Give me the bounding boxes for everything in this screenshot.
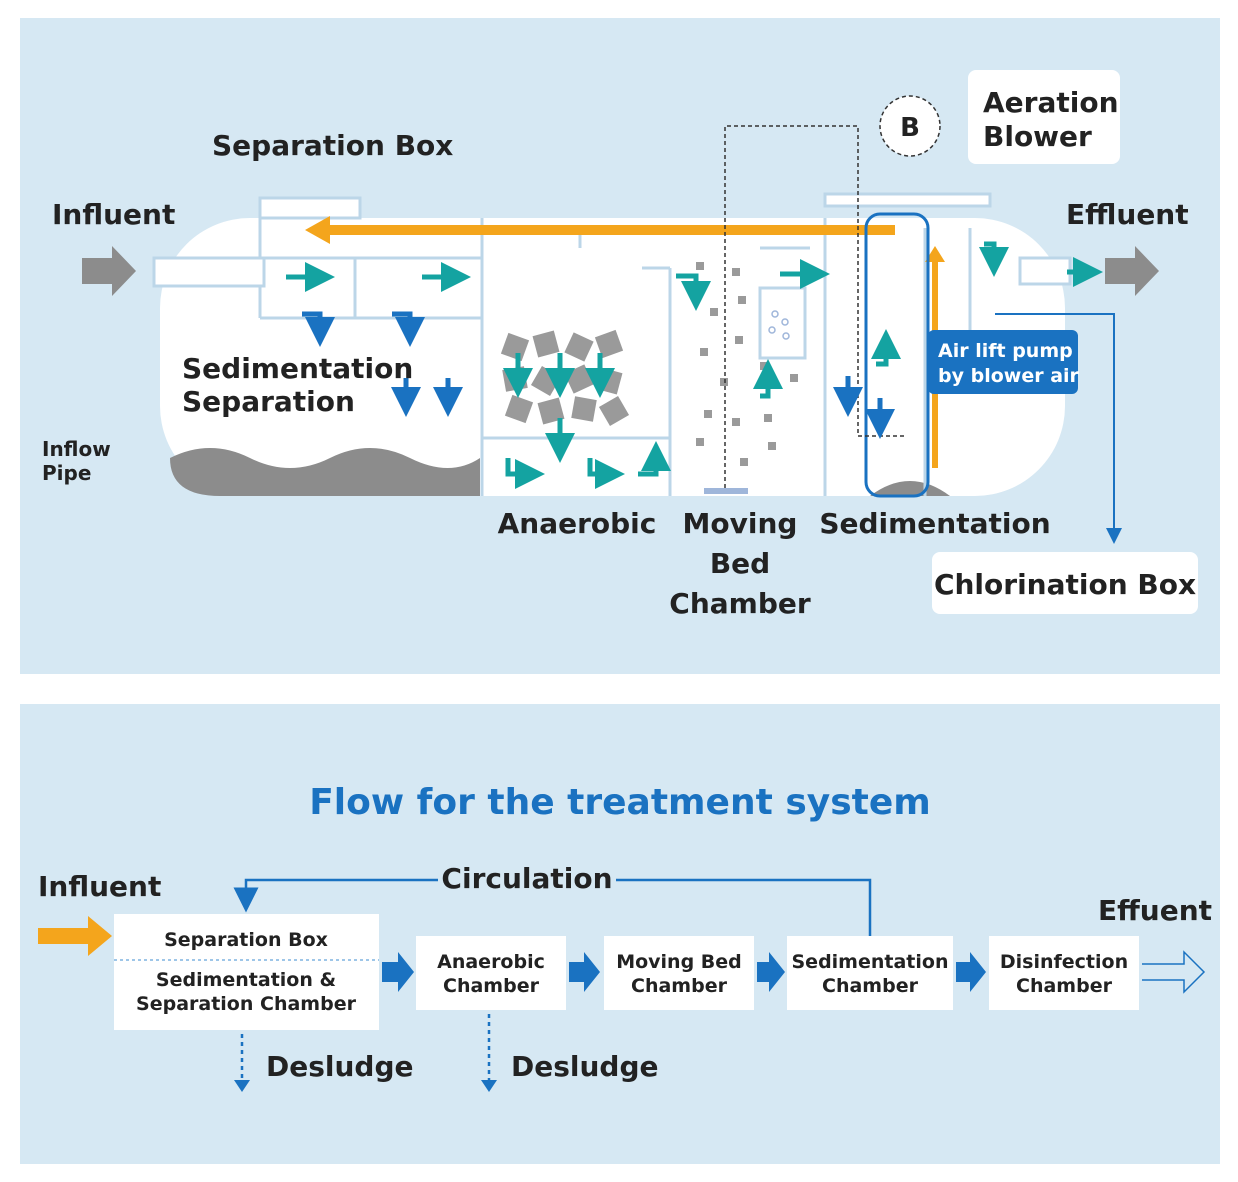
b-marker: B bbox=[900, 113, 920, 143]
system-diagram-panel: B Influent Effluent Separation Box Aerat… bbox=[20, 18, 1220, 674]
system-diagram: B Influent Effluent Separation Box Aerat… bbox=[42, 70, 1198, 620]
sedimentation-label: Sedimentation bbox=[819, 507, 1050, 540]
flow-effuent-arrow bbox=[1142, 950, 1206, 994]
flow-influent-label: Influent bbox=[38, 870, 161, 903]
moving-bed-label-3: Chamber bbox=[669, 587, 811, 620]
air-lift-arrow-head bbox=[925, 246, 945, 262]
flow-panel: Flow for the treatment system Influent E… bbox=[20, 704, 1220, 1164]
aeration-blower-label-2: Blower bbox=[983, 120, 1092, 153]
desludge-arrow-2 bbox=[481, 1080, 497, 1092]
chlorination-line bbox=[995, 313, 1122, 544]
circulation-line-left bbox=[233, 878, 438, 913]
desludge-arrow-1 bbox=[234, 1080, 250, 1092]
moving-bed-particles bbox=[696, 262, 798, 466]
influent-label: Influent bbox=[52, 198, 175, 231]
blue-flow-arrows bbox=[302, 311, 895, 439]
flow-box-disinfection bbox=[989, 936, 1139, 1010]
circulation-label: Circulation bbox=[441, 862, 612, 895]
flow-effuent-label: Effuent bbox=[1098, 894, 1212, 927]
inflow-pipe-label-2: Pipe bbox=[42, 461, 91, 485]
flow-box-separation bbox=[114, 914, 379, 1030]
flow-influent-arrow bbox=[38, 916, 112, 956]
flow-sedimentation-label-2: Chamber bbox=[822, 975, 919, 997]
effluent-label: Effluent bbox=[1066, 198, 1189, 231]
separation-box-label: Separation Box bbox=[212, 129, 453, 162]
flow-disinfection-label-1: Disinfection bbox=[1000, 951, 1128, 973]
influent-arrow bbox=[82, 246, 136, 296]
flow-title: Flow for the treatment system bbox=[309, 782, 931, 823]
flow-anaerobic-label-2: Chamber bbox=[443, 975, 540, 997]
flow-moving-bed-label-2: Chamber bbox=[631, 975, 728, 997]
moving-bed-label-2: Bed bbox=[710, 547, 770, 580]
flow-box-moving-bed bbox=[604, 936, 754, 1010]
b-marker-circle bbox=[879, 95, 941, 157]
outflow-pipe bbox=[1018, 256, 1072, 286]
air-lift-label-box bbox=[928, 330, 1078, 394]
moving-bed-label-1: Moving bbox=[683, 507, 798, 540]
tank-body bbox=[160, 218, 1065, 496]
desludge-label-2: Desludge bbox=[511, 1050, 659, 1083]
flow-box-sedimentation bbox=[787, 936, 953, 1010]
circulation-arrow-head bbox=[305, 216, 330, 244]
aeration-blower-box bbox=[968, 70, 1120, 164]
flow-sep-box-label: Separation Box bbox=[164, 929, 328, 951]
circulation-line-right bbox=[616, 878, 872, 936]
teal-flow-arrows bbox=[286, 241, 1103, 489]
anaerobic-label: Anaerobic bbox=[498, 507, 657, 540]
chlorination-box bbox=[932, 552, 1198, 614]
air-lift-label-2: by blower air bbox=[938, 365, 1080, 387]
flow-sed-sep-label-1: Sedimentation & bbox=[156, 969, 336, 991]
sedimentation-separation-label-2: Separation bbox=[182, 385, 355, 418]
sludge-layer bbox=[170, 448, 480, 496]
inflow-pipe-label-1: Inflow bbox=[42, 437, 111, 461]
flow-box-anaerobic bbox=[416, 936, 566, 1010]
flow-connector-arrows bbox=[382, 952, 986, 992]
flow-disinfection-label-2: Chamber bbox=[1016, 975, 1113, 997]
bubble-unit bbox=[768, 310, 790, 340]
flow-diagram: Flow for the treatment system Influent E… bbox=[38, 782, 1212, 1092]
flow-moving-bed-label-1: Moving Bed bbox=[616, 951, 742, 973]
diffuser bbox=[704, 488, 748, 494]
effluent-arrow bbox=[1105, 246, 1159, 296]
air-lift-label-1: Air lift pump bbox=[938, 340, 1073, 362]
flow-sed-sep-label-2: Separation Chamber bbox=[136, 993, 357, 1015]
flow-anaerobic-label-1: Anaerobic bbox=[437, 951, 545, 973]
flow-sedimentation-label-1: Sedimentation bbox=[792, 951, 949, 973]
chlorination-box-label: Chlorination Box bbox=[934, 568, 1196, 601]
desludge-label-1: Desludge bbox=[266, 1050, 414, 1083]
sediment-sludge bbox=[870, 481, 950, 496]
aeration-blower-label-1: Aeration bbox=[983, 86, 1119, 119]
inflow-pipe bbox=[152, 256, 266, 288]
sedimentation-separation-label-1: Sedimentation bbox=[182, 352, 413, 385]
